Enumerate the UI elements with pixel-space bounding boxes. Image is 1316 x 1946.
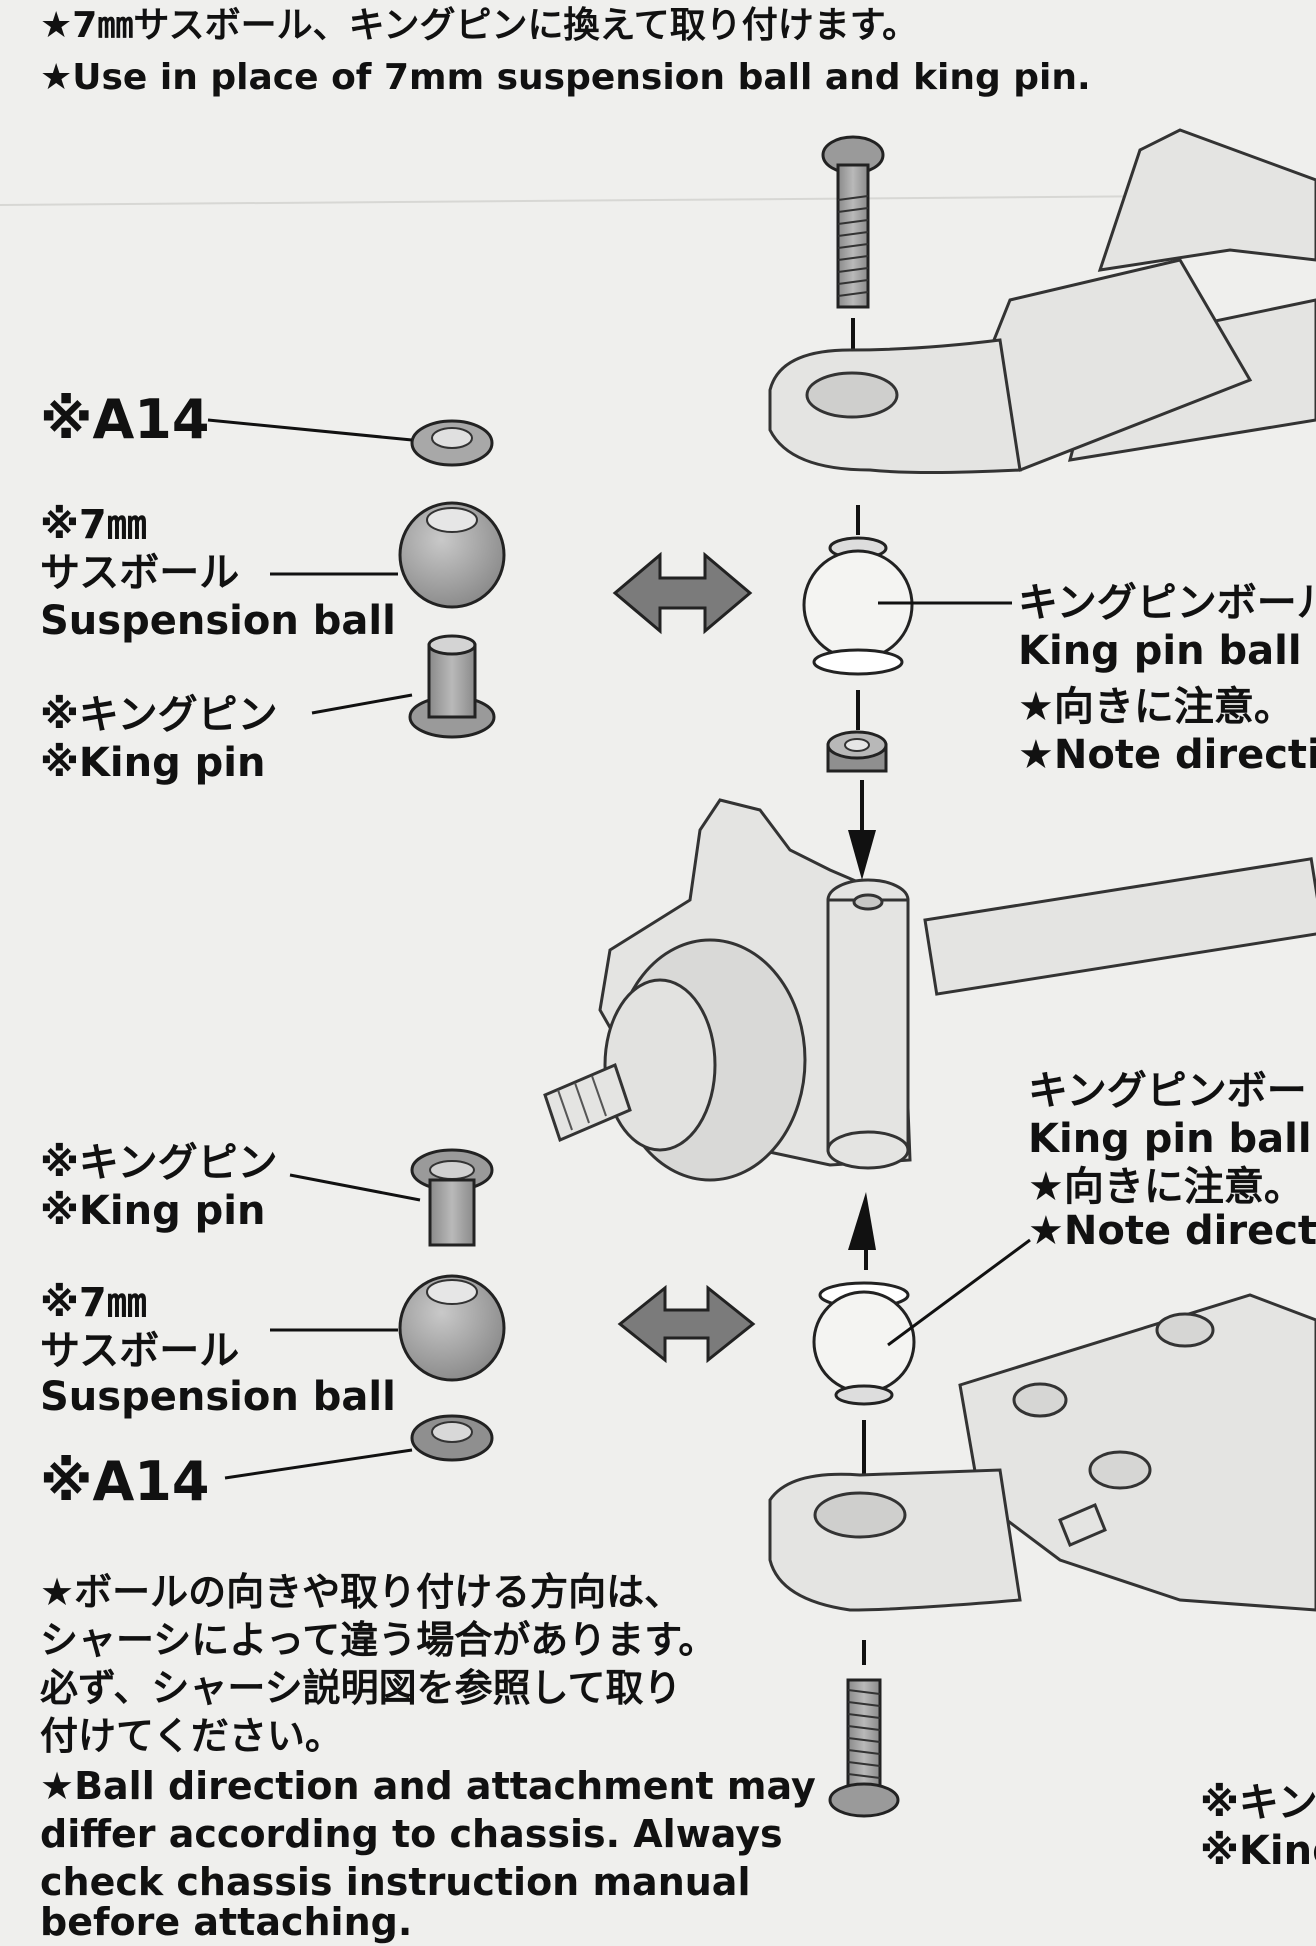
leader-a14-bottom	[224, 1448, 413, 1480]
king-pin-bottom	[410, 1148, 494, 1247]
kingpin-ball-top	[802, 536, 914, 676]
label-a14-bottom: ※A14	[40, 1450, 210, 1513]
header-en: ★Use in place of 7mm suspension ball and…	[40, 57, 1091, 98]
lower-arm	[768, 1293, 1316, 1612]
suspension-ball-bottom	[398, 1274, 506, 1382]
footnote-en-1: ★Ball direction and attachment may	[40, 1764, 816, 1808]
label-kingpin-ball-jp-mid: キングピンボー	[1028, 1068, 1307, 1114]
a14-washer-top	[410, 419, 494, 467]
footnote-jp-2: シャーシによって違う場合があります。	[40, 1618, 717, 1662]
down-arrow	[848, 780, 876, 880]
label-ball-size-top: ※7㎜	[40, 502, 147, 548]
small-washer	[826, 730, 888, 773]
top-screw	[821, 135, 885, 309]
label-note-jp-top: ★向きに注意。	[1018, 684, 1294, 730]
label-ball-jp-top: サスボール	[40, 550, 240, 596]
label-pin-jp-bottom: ※キングピン	[40, 1140, 278, 1186]
label-note-en-mid: ★Note directio	[1028, 1208, 1316, 1254]
fold-line	[0, 194, 1316, 206]
header-jp: ★7㎜サスボール、キングピンに換えて取り付けます。	[40, 5, 919, 46]
corner-label-en: ※King	[1200, 1828, 1316, 1874]
footnote-jp-1: ★ボールの向きや取り付ける方向は、	[40, 1570, 683, 1614]
label-note-en-top: ★Note direction	[1018, 732, 1316, 778]
label-pin-en-top: ※King pin	[40, 740, 266, 786]
suspension-ball-top	[398, 501, 506, 609]
corner-label-jp: ※キン	[1200, 1780, 1316, 1826]
label-ball-size-bottom: ※7㎜	[40, 1280, 147, 1326]
label-ball-en-top: Suspension ball	[40, 598, 396, 644]
footnote-jp-3: 必ず、シャーシ説明図を参照して取り	[40, 1666, 682, 1710]
footnote-jp-4: 付けてください。	[40, 1714, 343, 1758]
label-ball-jp-bottom: サスボール	[40, 1328, 240, 1374]
footnote-en-4: before attaching.	[40, 1900, 413, 1944]
label-pin-en-bottom: ※King pin	[40, 1188, 266, 1234]
footnote-en-2: differ according to chassis. Always	[40, 1812, 783, 1856]
leader-pin-bottom	[289, 1173, 421, 1202]
king-pin-top	[408, 634, 496, 739]
kingpin-ball-bottom	[812, 1281, 916, 1406]
footnote-en-3: check chassis instruction manual	[40, 1860, 751, 1904]
leader-a14-top	[207, 418, 413, 442]
up-arrow	[848, 1192, 876, 1270]
leader-pin-top	[311, 693, 413, 715]
swap-arrow-bottom	[617, 1284, 756, 1364]
label-kingpin-ball-en-mid: King pin ball	[1028, 1116, 1312, 1162]
label-ball-en-bottom: Suspension ball	[40, 1374, 396, 1420]
leader-kingpin-ball-bottom	[887, 1238, 1031, 1347]
knuckle-upright	[543, 798, 1316, 1182]
swap-arrow-top	[612, 551, 753, 635]
bottom-screw	[828, 1640, 900, 1818]
upper-arm	[768, 128, 1316, 474]
label-kingpin-ball-jp-top: キングピンボール	[1018, 580, 1316, 626]
label-note-jp-mid: ★向きに注意。	[1028, 1164, 1304, 1210]
label-kingpin-ball-en-top: King pin ball	[1018, 628, 1302, 674]
label-a14-top: ※A14	[40, 388, 210, 451]
label-pin-jp-top: ※キングピン	[40, 692, 278, 738]
a14-washer-bottom	[410, 1414, 494, 1462]
